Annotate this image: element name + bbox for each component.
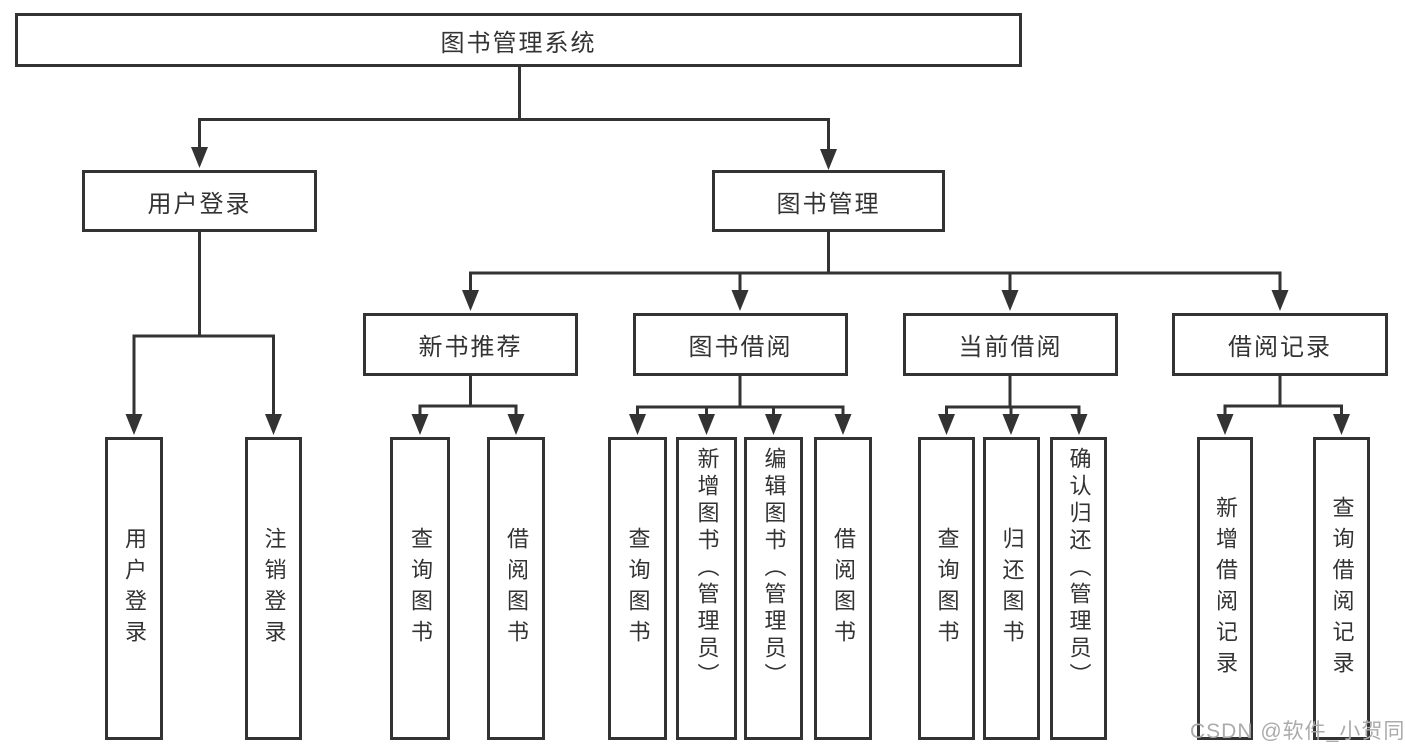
node-label: 查询图书 [625, 526, 651, 651]
node-leaf-logout: 注销登录 [245, 437, 302, 740]
node-label: 用户登录 [122, 526, 147, 651]
node-leaf-query-books-current: 查询图书 [918, 437, 975, 740]
node-label: 借阅图书 [831, 526, 856, 651]
node-label: 查询借阅记录 [1329, 495, 1355, 682]
node-label: 查询图书 [408, 526, 433, 651]
csdn-watermark: CSDN @软件_小贺同学 [1190, 720, 1405, 743]
node-leaf-query-borrow-record: 查询借阅记录 [1313, 437, 1370, 740]
node-label: 归还图书 [999, 526, 1025, 651]
node-label: 借阅图书 [504, 526, 529, 651]
node-current-borrowing: 当前借阅 [903, 313, 1118, 376]
node-leaf-add-books-admin: 新增图书（管理员） [676, 437, 737, 740]
node-leaf-edit-books-admin: 编辑图书（管理员） [744, 437, 803, 740]
node-book-borrowing: 图书借阅 [633, 313, 848, 376]
node-label: 当前借阅 [958, 334, 1063, 361]
node-label: 图书借阅 [688, 334, 793, 361]
node-label: 新增图书（管理员） [694, 447, 720, 690]
node-borrowing-records: 借阅记录 [1172, 313, 1388, 376]
node-label: 图书管理 [776, 190, 881, 218]
node-leaf-confirm-return-admin: 确认归还（管理员） [1050, 437, 1107, 740]
node-user-login-module: 用户登录 [82, 170, 317, 232]
node-leaf-query-books-borrow: 查询图书 [608, 437, 667, 740]
node-label: 图书管理系统 [440, 29, 597, 57]
node-label: 新书推荐 [418, 334, 523, 361]
node-leaf-user-login: 用户登录 [105, 437, 163, 740]
node-label: 编辑图书（管理员） [761, 447, 787, 690]
node-leaf-add-borrow-record: 新增借阅记录 [1197, 437, 1253, 740]
node-book-management-module: 图书管理 [712, 170, 945, 232]
node-label: 借阅记录 [1228, 334, 1332, 361]
node-label: 查询图书 [934, 526, 960, 651]
node-leaf-return-books: 归还图书 [983, 437, 1040, 740]
node-leaf-borrow-books: 借阅图书 [814, 437, 872, 740]
node-label: 确认归还（管理员） [1066, 447, 1092, 690]
node-leaf-query-books-rec: 查询图书 [390, 437, 450, 740]
node-label: 注销登录 [261, 526, 287, 651]
node-new-book-recommend: 新书推荐 [363, 313, 578, 376]
node-label: 新增借阅记录 [1213, 495, 1238, 682]
node-root-system: 图书管理系统 [15, 13, 1022, 67]
node-leaf-borrow-books-rec: 借阅图书 [487, 437, 545, 740]
node-label: 用户登录 [147, 190, 252, 218]
